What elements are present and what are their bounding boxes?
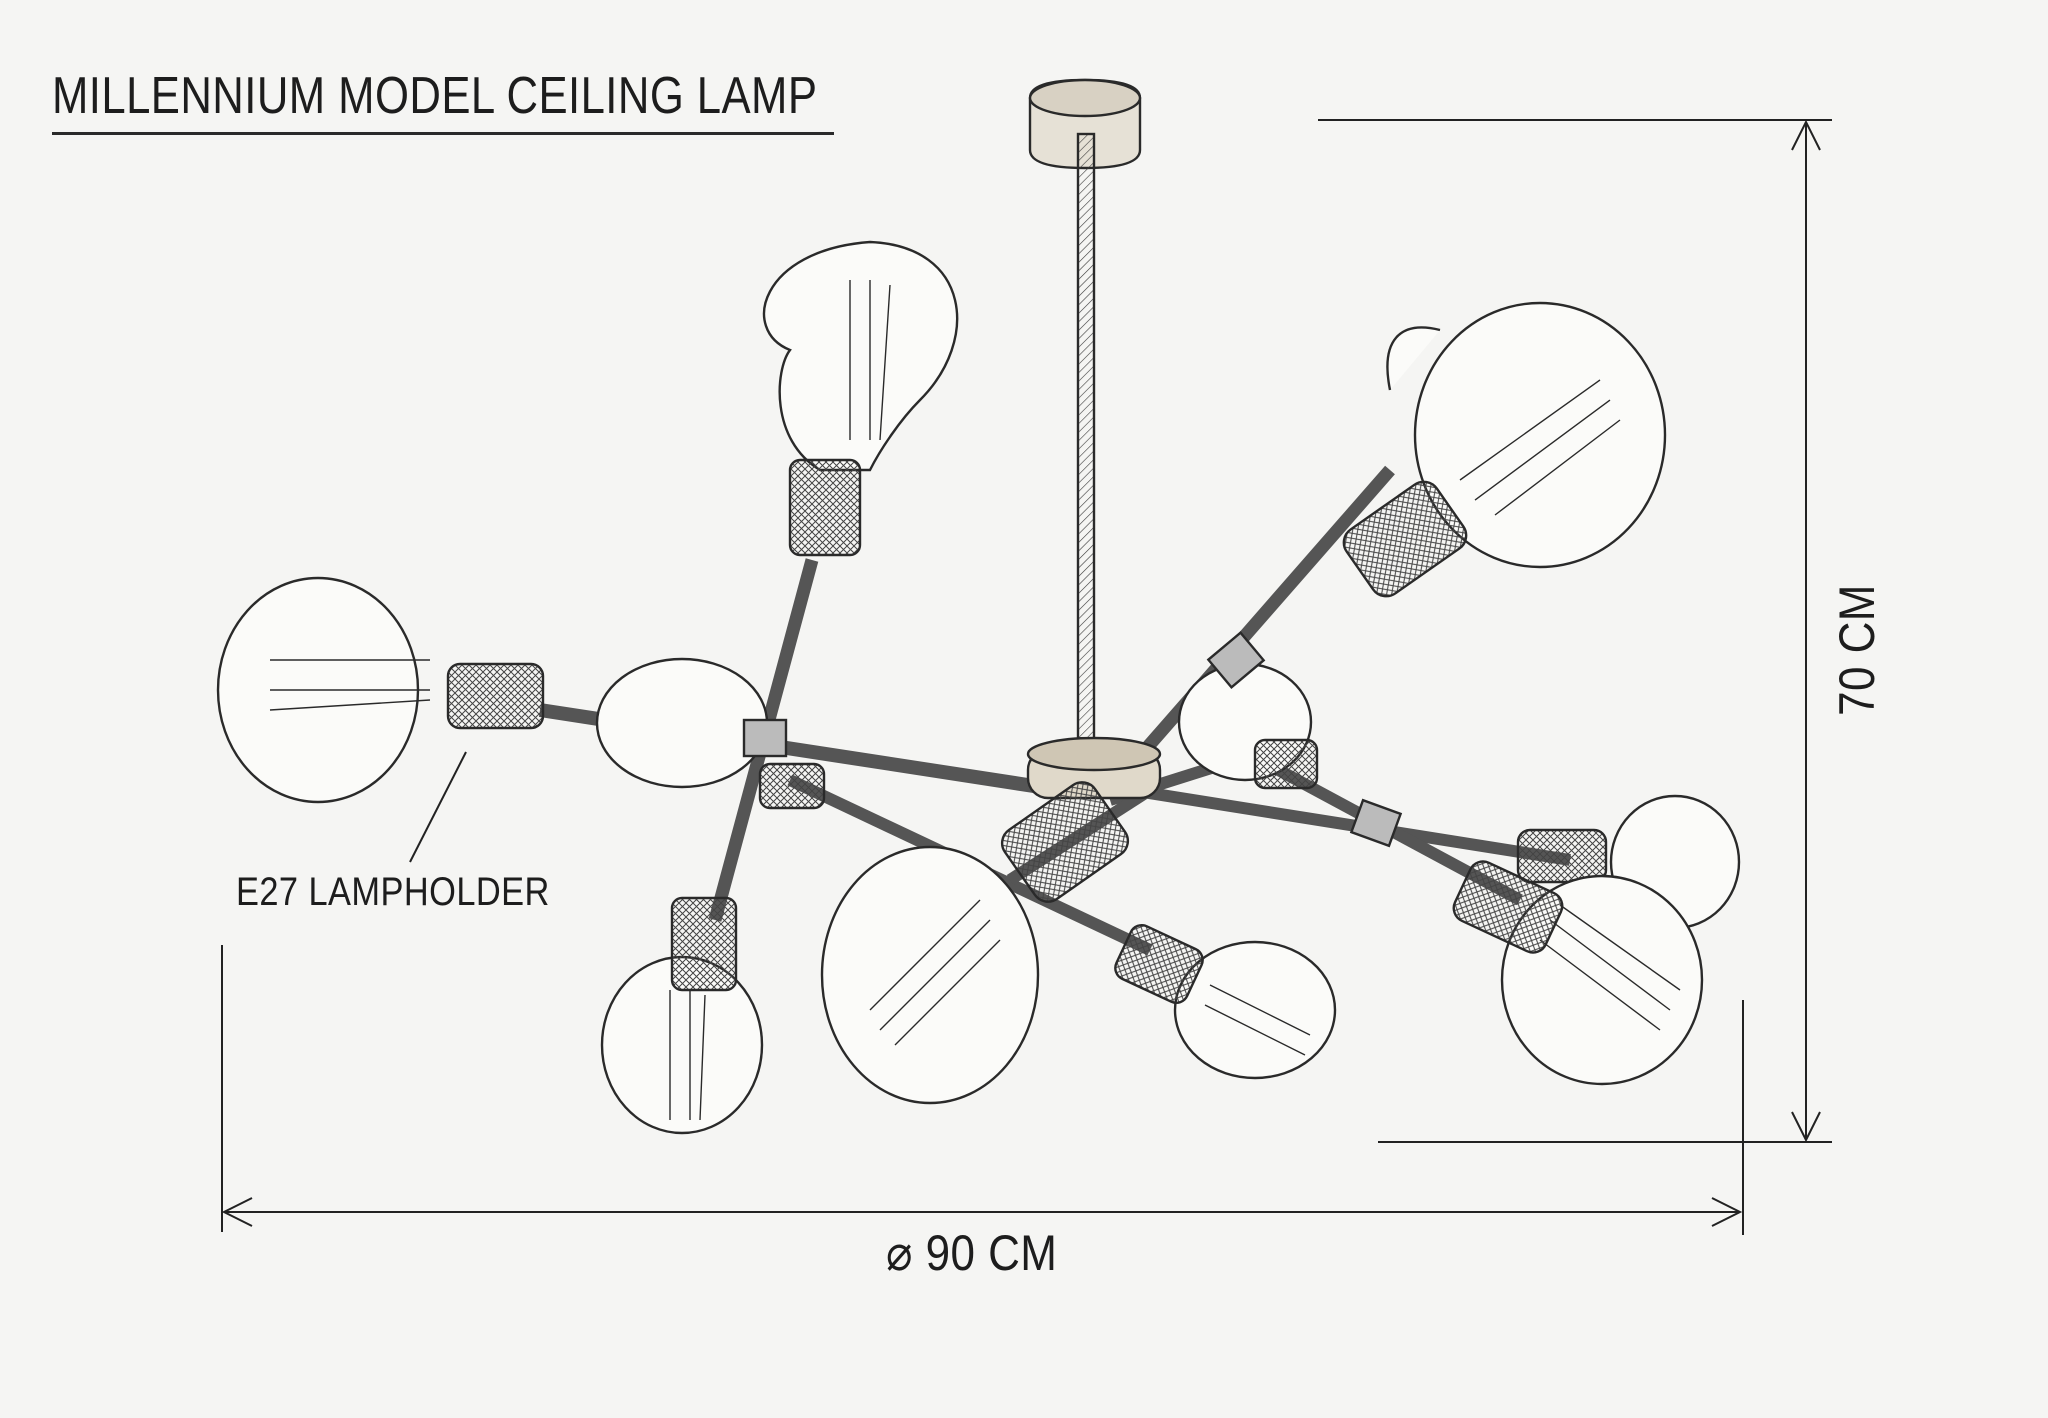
height-arrow-bottom [1791, 1111, 1821, 1143]
central-hub [1026, 736, 1162, 800]
bulb-inner-left [595, 657, 769, 789]
lamp-drawing [216, 78, 1741, 1135]
bulb-mid-right [1177, 662, 1319, 790]
bulb-upper-left [763, 240, 959, 557]
collar-far-right [1349, 798, 1403, 848]
title-underline [52, 132, 834, 135]
diagram-title: MILLENNIUM MODEL CEILING LAMP [52, 67, 818, 125]
lampholder-callout-label: E27 LAMPHOLDER [236, 870, 550, 914]
ceiling-canopy [1028, 78, 1142, 170]
bulb-far-left [216, 576, 545, 804]
socket-inner-left [758, 762, 826, 810]
bulb-center-small [1114, 923, 1337, 1080]
bulb-large-center [820, 781, 1130, 1105]
collar-right [1206, 631, 1266, 689]
width-arrow-left [221, 1197, 253, 1227]
drop-rod [1076, 132, 1096, 766]
height-dimension-label: 70 CM [1829, 584, 1885, 716]
dimension-lines [221, 119, 1832, 1235]
bulb-lower-right [1452, 860, 1704, 1086]
height-arrow-top [1791, 119, 1821, 151]
bulb-lower-left [600, 896, 764, 1135]
lampholder-leader-line [409, 751, 467, 863]
width-dimension-label: ⌀ 90 CM [886, 1225, 1058, 1281]
bulb-upper-right [1342, 301, 1667, 598]
collar-left [742, 718, 788, 758]
width-arrow-right [1711, 1197, 1743, 1227]
